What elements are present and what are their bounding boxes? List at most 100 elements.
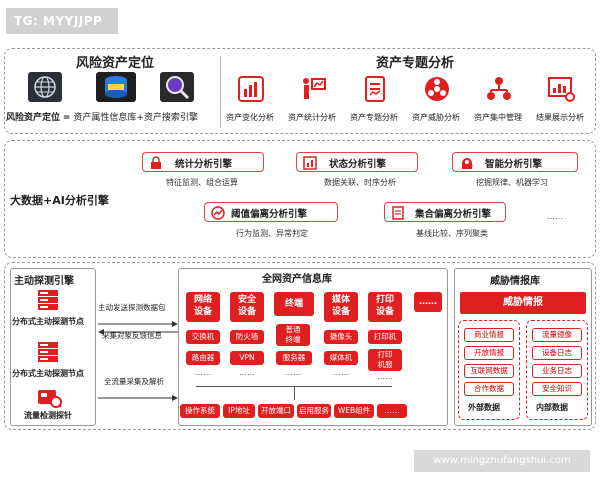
- int-item-2: 业务日志: [532, 364, 582, 378]
- asset-topic-icon: [360, 74, 390, 108]
- probe-panel: [10, 268, 96, 426]
- sub-security-more: ……: [239, 368, 255, 377]
- result-display-icon: [546, 74, 576, 108]
- middle-section: [4, 140, 596, 258]
- attr-ip: IP地址: [223, 404, 255, 418]
- arrow-flow-label: 全流量采集及解析: [104, 377, 164, 386]
- cat-more: ……: [414, 292, 442, 312]
- engine-ai: 智能分析引擎 挖掘规律、机器学习: [452, 152, 578, 192]
- lock-icon: [151, 156, 161, 169]
- attr-os: 操作系统: [180, 404, 220, 418]
- arrow-send: [98, 313, 178, 327]
- analysis-label-1: 资产统计分析: [288, 113, 336, 122]
- threat-panel: [454, 268, 592, 426]
- bottom-section: [4, 262, 596, 430]
- engine-stat-desc: 特征监测、组合运算: [166, 178, 238, 187]
- threat-title: 威胁情报库: [490, 276, 540, 287]
- cat-media-label: 媒体设备: [331, 295, 350, 317]
- top-section: [4, 48, 596, 134]
- server-icon-2: [36, 340, 60, 368]
- watermark: www.mingzhufangshui.com: [414, 450, 590, 472]
- threat-head: 威胁情报: [460, 292, 586, 314]
- document-icon: [392, 206, 404, 220]
- inventory-title: 全网资产信息库: [262, 274, 332, 285]
- formula-plus: +: [136, 113, 144, 123]
- arrow-flow: [98, 387, 178, 401]
- engine-set-head: 集合偏离分析引擎: [384, 202, 506, 222]
- globe-icon: [28, 72, 62, 102]
- risk-asset-title: 风险资产定位: [75, 56, 154, 71]
- internal-label: 内部数据: [536, 403, 568, 412]
- sub-server: 服务器: [276, 351, 312, 365]
- sub-print-more: ……: [377, 372, 393, 381]
- probe-node-1: 分布式主动探测节点: [12, 317, 84, 326]
- cat-network: 网络设备: [186, 292, 220, 322]
- engine-set-title: 集合偏离分析引擎: [415, 209, 492, 220]
- ext-item-0: 商业情报: [464, 328, 514, 342]
- attr-service: 启用服务: [297, 404, 331, 418]
- formula: 风险资产定位 = 资产属性信息库+资产搜索引擎: [6, 110, 218, 123]
- int-item-0: 流量镜像: [532, 328, 582, 342]
- search-engine-icon: [160, 72, 194, 102]
- sub-terminal-more: ……: [285, 368, 301, 377]
- sub-printer: 打印机: [368, 330, 402, 344]
- sub-terminal: 普通终端: [276, 324, 310, 346]
- probe-title: 主动探测引擎: [14, 276, 74, 287]
- asset-change-icon: [236, 74, 266, 108]
- traffic-probe-icon: [36, 386, 62, 412]
- internal-box: [526, 320, 588, 420]
- cat-terminal-label: 终端: [284, 299, 303, 309]
- chart-icon: [303, 156, 317, 170]
- external-box: [458, 320, 520, 420]
- int-item-3: 安全知识: [532, 382, 582, 396]
- analysis-label-0: 资产变化分析: [226, 113, 274, 122]
- engine-ai-head: 智能分析引擎: [452, 152, 578, 172]
- cat-more-label: ……: [419, 297, 437, 307]
- engine-threshold: 阈值偏离分析引擎 行为监测、异常判定: [204, 202, 338, 244]
- attr-more: ……: [377, 404, 407, 418]
- cat-print: 打印设备: [368, 292, 402, 322]
- sub-media-player: 媒体机: [324, 351, 358, 365]
- cat-media: 媒体设备: [324, 292, 358, 322]
- asset-analysis-title: 资产专题分析: [375, 56, 454, 71]
- analysis-labels: 资产变化分析 资产统计分析 资产专题分析 资产威胁分析 资产集中管理 结果展示分…: [222, 112, 596, 124]
- cat-print-label: 打印设备: [375, 295, 394, 317]
- sub-network-more: ……: [195, 368, 211, 377]
- engine-more: ……: [547, 212, 563, 221]
- attr-web: WEB组件: [334, 404, 374, 418]
- engine-state-desc: 数据关联、时序分析: [324, 178, 396, 187]
- asset-stats-icon: [298, 74, 328, 108]
- analysis-label-4: 资产集中管理: [474, 113, 522, 122]
- ai-head-icon: [462, 158, 473, 169]
- ext-item-3: 合作数据: [464, 382, 514, 396]
- analysis-label-5: 结果展示分析: [536, 113, 584, 122]
- engine-threshold-desc: 行为监测、异常判定: [236, 229, 308, 238]
- sub-media-more: ……: [333, 368, 349, 377]
- engine-set: 集合偏离分析引擎 基线比较、序列聚类: [384, 202, 506, 244]
- arrow-back-label: 采集对象反馈信息: [102, 331, 162, 340]
- engine-state-title: 状态分析引擎: [329, 159, 387, 170]
- analysis-label-2: 资产专题分析: [350, 113, 398, 122]
- server-icon-1: [36, 288, 60, 316]
- int-item-1: 设备日志: [532, 346, 582, 360]
- traffic-probe-label: 流量检测探针: [24, 411, 72, 420]
- analysis-icons-row: [222, 74, 596, 130]
- biohazard-icon: [422, 74, 452, 108]
- corner-tag: TG: MYYJJPP: [6, 8, 118, 34]
- probe-node-2: 分布式主动探测节点: [12, 369, 84, 378]
- formula-b: 资产搜索引擎: [143, 113, 198, 123]
- inventory-connector-down: [294, 386, 295, 400]
- sub-print-server-label: 打印机服务器: [377, 350, 393, 379]
- cat-security: 安全设备: [230, 292, 264, 322]
- cat-network-label: 网络设备: [193, 295, 212, 317]
- engine-set-desc: 基线比较、序列聚类: [416, 229, 488, 238]
- sub-print-server: 打印机服务器: [368, 349, 402, 379]
- cat-security-label: 安全设备: [237, 295, 256, 317]
- formula-a: 资产属性信息库: [73, 113, 137, 123]
- sub-terminal-label: 普通终端: [285, 325, 301, 344]
- engine-stat-title: 统计分析引擎: [175, 159, 233, 170]
- arrow-back: [98, 321, 178, 335]
- sub-camera: 摄像头: [324, 330, 358, 344]
- sub-switch: 交换机: [186, 330, 220, 344]
- sub-firewall: 防火墙: [230, 330, 264, 344]
